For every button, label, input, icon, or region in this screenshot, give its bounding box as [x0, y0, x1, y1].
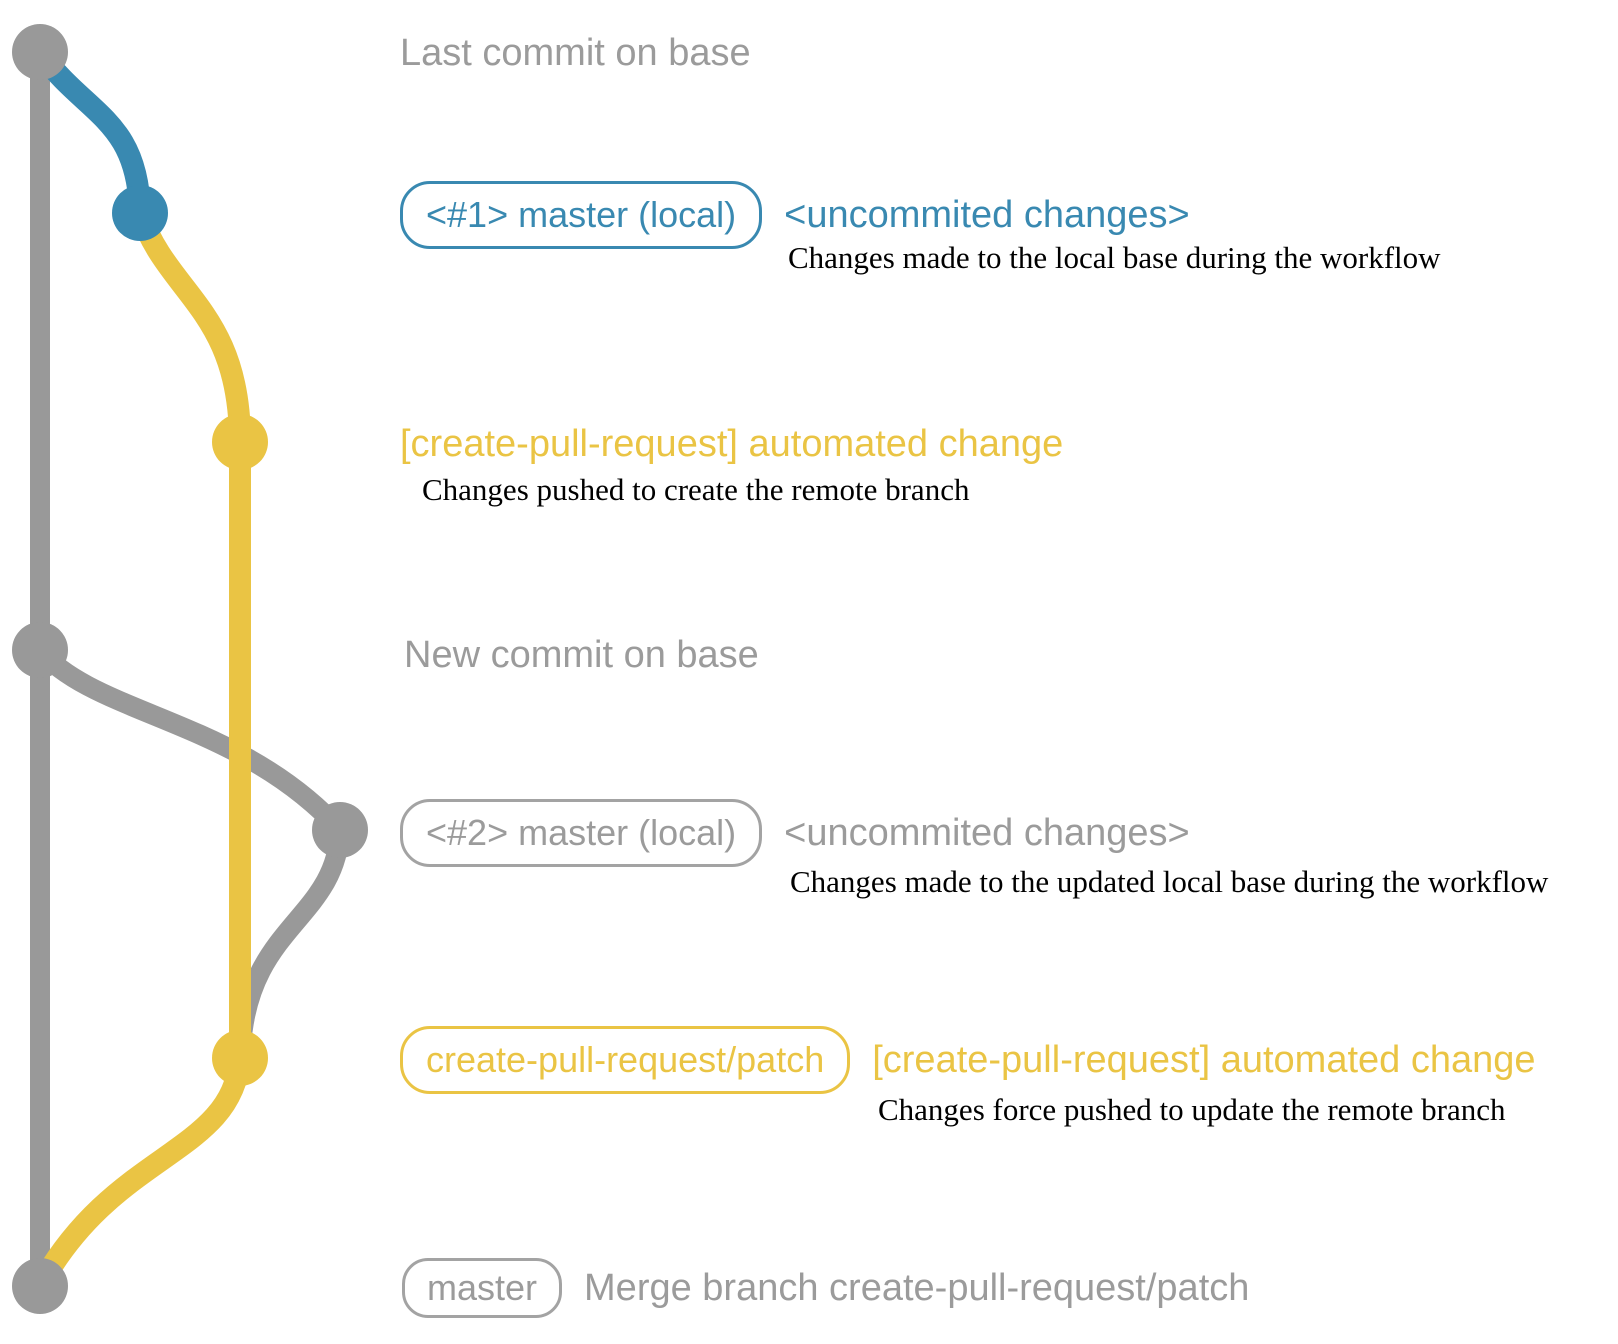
local-master-1-badge: <#1> master (local) [400, 181, 763, 249]
patch-1-message: [create-pull-request] automated change [400, 423, 1064, 465]
local2-to-patch-curve [231, 820, 350, 1058]
patch-to-merge-curve [29, 1047, 251, 1297]
local-master-2-badge: <#2> master (local) [400, 799, 763, 867]
local-master-1-description: Changes made to the local base during th… [788, 240, 1441, 275]
patch-2-message: [create-pull-request] automated change [872, 1039, 1536, 1081]
commit-node-patch-1 [212, 414, 268, 470]
commit-node-base-new [12, 622, 68, 678]
commit-node-local-2 [312, 802, 368, 858]
local-master-2-message: <uncommited changes> [784, 812, 1190, 854]
local1-to-patch-curve [129, 202, 251, 453]
last-commit-label: Last commit on base [400, 32, 751, 74]
commit-node-base-top [12, 24, 68, 80]
patch-2-description: Changes force pushed to update the remot… [878, 1092, 1506, 1127]
base-to-local1-curve [29, 41, 151, 224]
master-badge: master [402, 1258, 563, 1318]
merge-message: Merge branch create-pull-request/patch [584, 1267, 1250, 1309]
commit-node-patch-2 [212, 1030, 268, 1086]
local-master-1-message: <uncommited changes> [784, 194, 1190, 236]
base-to-local2-curve [30, 640, 350, 840]
new-commit-label: New commit on base [404, 634, 759, 676]
commit-node-merge [12, 1258, 68, 1314]
commit-node-local-1 [112, 185, 168, 241]
patch-branch-badge: create-pull-request/patch [400, 1026, 851, 1094]
patch-1-description: Changes pushed to create the remote bran… [422, 472, 970, 507]
local-master-2-description: Changes made to the updated local base d… [790, 864, 1549, 899]
